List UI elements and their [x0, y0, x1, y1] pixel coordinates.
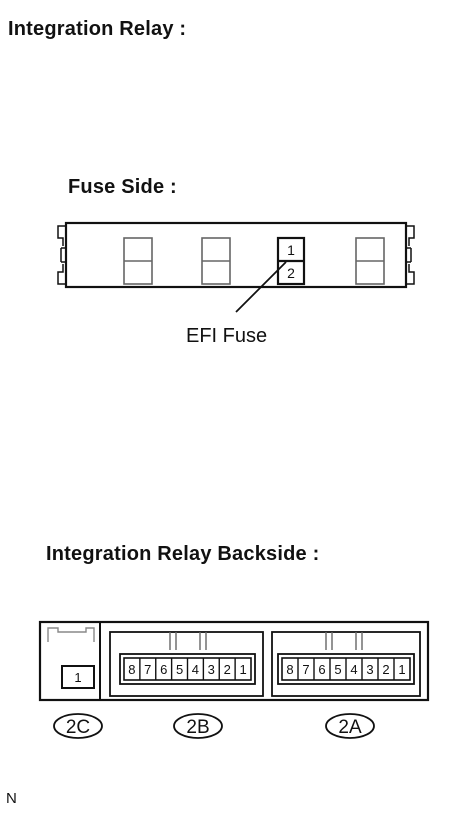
- connector-2b-id: 2B: [186, 717, 209, 738]
- connector-2b-pin: 2: [224, 662, 231, 677]
- connector-2a-housing: [271, 631, 421, 697]
- left-clip-top: [57, 225, 66, 246]
- connector-2a-pin: 1: [398, 662, 405, 677]
- connector-2a-pin: 2: [382, 662, 389, 677]
- backside-heading: Integration Relay Backside :: [46, 543, 320, 565]
- connector-2a-pin: 3: [366, 662, 373, 677]
- connector-2b-pin: 5: [176, 662, 183, 677]
- connector-2a-pin: 6: [318, 662, 325, 677]
- connector-2c-key: [47, 627, 95, 642]
- connector-2b-pin: 1: [239, 662, 246, 677]
- connector-2b-pin: 4: [192, 662, 199, 677]
- efi-pin-2: 2: [287, 265, 295, 281]
- left-clip-bottom: [57, 264, 66, 285]
- right-clip-mid: [406, 247, 412, 263]
- connector-2a-id-ellipse: [325, 713, 375, 739]
- corner-mark: N: [6, 790, 17, 807]
- connector-2a-frame: [277, 653, 415, 685]
- connector-2c-id-ellipse: [53, 713, 103, 739]
- efi-fuse-callout: EFI Fuse: [186, 325, 268, 347]
- efi-leader-line: [235, 261, 287, 313]
- fuse-block: [57, 221, 415, 313]
- backside-body: [38, 620, 430, 702]
- left-clip-mid: [60, 247, 66, 263]
- connector-2b-pin: 3: [208, 662, 215, 677]
- page-title: Integration Relay :: [8, 18, 187, 40]
- connector-2b-pin: 7: [144, 662, 151, 677]
- connector-2c-id: 2C: [66, 717, 90, 738]
- connector-2c-pin: 1: [74, 670, 81, 685]
- connector-2b-pin: 6: [160, 662, 167, 677]
- right-clip-bottom: [406, 264, 415, 285]
- connector-2b-id-ellipse: [173, 713, 223, 739]
- connector-2b-frame: [119, 653, 256, 685]
- connector-2b-housing: [109, 631, 264, 697]
- connector-2c-pin-box: [61, 665, 95, 689]
- fuse-block-body: [64, 221, 408, 289]
- connector-2b-pin: 8: [128, 662, 135, 677]
- fuse-side-heading: Fuse Side :: [68, 176, 177, 198]
- backside-block: [38, 620, 430, 739]
- connector-2a-pin: 5: [334, 662, 341, 677]
- connector-2a-id: 2A: [338, 717, 362, 738]
- connector-2a-pin: 8: [286, 662, 293, 677]
- right-clip-top: [406, 225, 415, 246]
- efi-pin-1: 1: [287, 242, 295, 258]
- connector-2a-pin: 7: [302, 662, 309, 677]
- connector-2a-pin: 4: [350, 662, 357, 677]
